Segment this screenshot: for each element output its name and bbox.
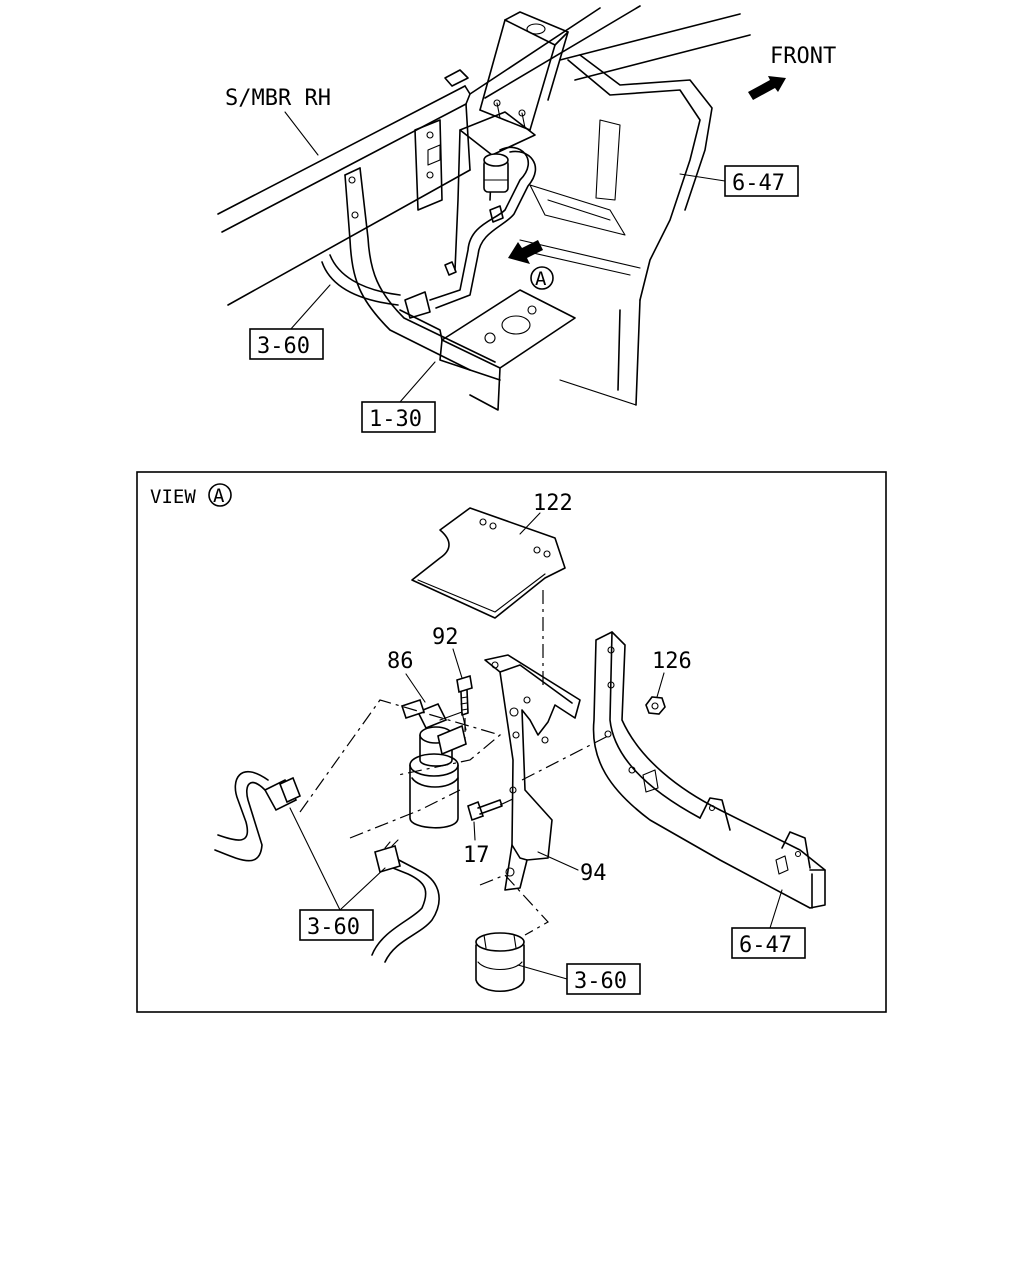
hose-ref-label: 3-60	[257, 334, 310, 359]
detail-frame	[136, 471, 887, 1013]
panel-ref-leader	[679, 173, 726, 182]
frame-centerline	[521, 735, 609, 781]
nut: 126	[645, 649, 692, 715]
top-assembly-view: A FRONT S/MBR RH 6-47 3-60 1-30	[217, 5, 836, 433]
curved-tube	[321, 167, 496, 371]
clip-centerline	[479, 874, 549, 936]
ac-hoses	[214, 771, 440, 963]
view-direction-arrow: A	[508, 240, 554, 290]
mount-tower	[479, 11, 569, 131]
top-cover-plate	[454, 99, 536, 271]
hose-ref-box	[249, 328, 324, 360]
clip-ref-leader	[517, 964, 568, 980]
view-marker-top: A	[535, 268, 547, 290]
dryer-top	[483, 153, 509, 193]
panel-ref-box	[724, 165, 799, 197]
hose-centerline-lower	[349, 789, 461, 839]
frame-ref-box	[361, 401, 436, 433]
panel-ref-label: 6-47	[732, 171, 785, 196]
receiver-dryer: 86	[387, 649, 467, 829]
detail-clip-ref-label: 3-60	[574, 969, 627, 994]
cover-plate: 122	[411, 491, 573, 619]
detail-hose-ref-label: 3-60	[307, 915, 360, 940]
hose-ref-leader-a	[289, 807, 341, 911]
hose-ref-leader-b	[339, 867, 386, 911]
front-label: FRONT	[770, 44, 836, 69]
detail-title: VIEW	[150, 486, 196, 508]
bolt-top-label: 92	[432, 625, 459, 650]
front-arrow: FRONT	[748, 44, 836, 100]
detail-hose-ref-box	[299, 909, 374, 941]
detail-frame-ref-box	[731, 927, 806, 959]
bolt-bottom-centerline	[499, 797, 516, 806]
detail-view: VIEW A 122 92	[136, 471, 887, 1013]
bolt-top: 92	[432, 625, 473, 716]
side-frame	[592, 631, 826, 909]
hose-clip	[475, 932, 525, 992]
side-member-label: S/MBR RH	[225, 86, 331, 111]
detail-marker-circle	[208, 483, 232, 507]
bracket-part-label: 94	[580, 861, 607, 886]
side-member	[217, 5, 751, 306]
frame-ref-label: 1-30	[369, 407, 422, 432]
detail-marker: A	[213, 485, 225, 507]
nut-part-label: 126	[652, 649, 692, 674]
hose-ref-leader	[289, 284, 331, 331]
frame-ref-leader-detail	[769, 889, 783, 929]
side-mount-bracket	[414, 119, 443, 211]
hose-centerline-upper	[299, 699, 502, 813]
dryer-part-label: 86	[387, 649, 414, 674]
dryer-bracket: 94	[484, 654, 607, 891]
bolt-bottom: 17	[463, 799, 503, 868]
detail-clip-ref-box	[566, 963, 641, 995]
base-bracket	[399, 289, 576, 411]
cover-part-label: 122	[533, 491, 573, 516]
view-marker-circle	[530, 266, 554, 290]
ac-pipe-top	[429, 146, 537, 309]
fender-panel	[519, 54, 713, 406]
bolt-bottom-label: 17	[463, 843, 490, 868]
frame-ref-leader	[399, 361, 436, 403]
detail-frame-ref-label: 6-47	[739, 933, 792, 958]
side-member-leader	[284, 111, 319, 156]
